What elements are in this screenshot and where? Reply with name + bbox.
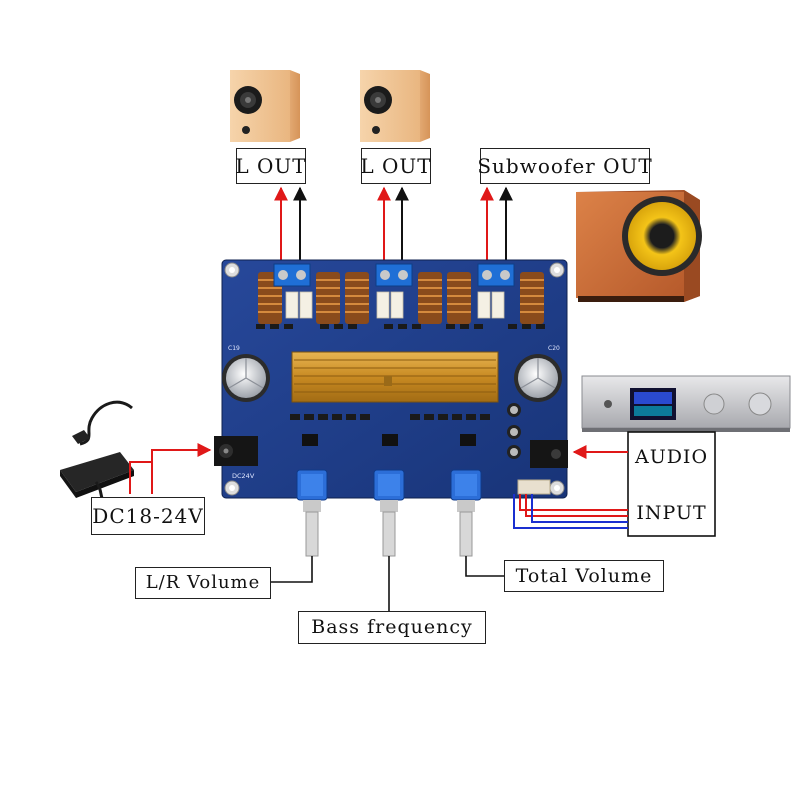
svg-text:C20: C20	[548, 345, 560, 352]
speaker-output-wires	[274, 186, 513, 262]
left-out-label-2: L OUT	[360, 148, 431, 184]
smd-components	[256, 324, 545, 329]
ic-chips	[290, 414, 490, 446]
bass-frequency-label: Bass frequency	[298, 611, 486, 644]
subwoofer	[576, 190, 702, 302]
potentiometer-bass-frequency	[373, 469, 405, 557]
power-voltage-label: DC18-24V	[91, 497, 205, 535]
power-capacitors: C19 C20	[222, 345, 562, 402]
audio-input-label: AUDIO INPUT	[628, 432, 715, 536]
potentiometer-leader-lines	[271, 556, 504, 612]
inductors	[258, 272, 544, 324]
speaker-terminals	[273, 263, 515, 287]
power-adapter	[60, 400, 134, 506]
lr-volume-label: L/R Volume	[135, 567, 271, 599]
audio-label: AUDIO	[634, 446, 709, 468]
power-wires	[129, 443, 212, 494]
svg-text:DC24V: DC24V	[232, 472, 255, 480]
audio-input-jack	[530, 440, 568, 468]
total-volume-label: Total Volume	[504, 560, 664, 592]
amplifier-board: C19 C20 DC24V	[214, 259, 568, 499]
left-speaker-2	[360, 70, 430, 142]
left-out-label-1: L OUT	[235, 148, 306, 184]
input-label: INPUT	[636, 502, 707, 524]
left-speaker-1	[230, 70, 300, 142]
potentiometer-total-volume	[450, 469, 482, 557]
input-header-connector	[517, 479, 551, 495]
potentiometer-lr-volume	[296, 469, 328, 557]
film-capacitors	[285, 291, 505, 319]
dc-power-jack: DC24V	[214, 436, 258, 480]
svg-text:C19: C19	[228, 345, 240, 352]
small-capacitors	[507, 403, 521, 459]
audio-input-wiring	[513, 431, 716, 537]
audio-source-device	[581, 375, 791, 432]
subwoofer-out-label: Subwoofer OUT	[477, 148, 652, 184]
heatsink	[291, 351, 499, 403]
